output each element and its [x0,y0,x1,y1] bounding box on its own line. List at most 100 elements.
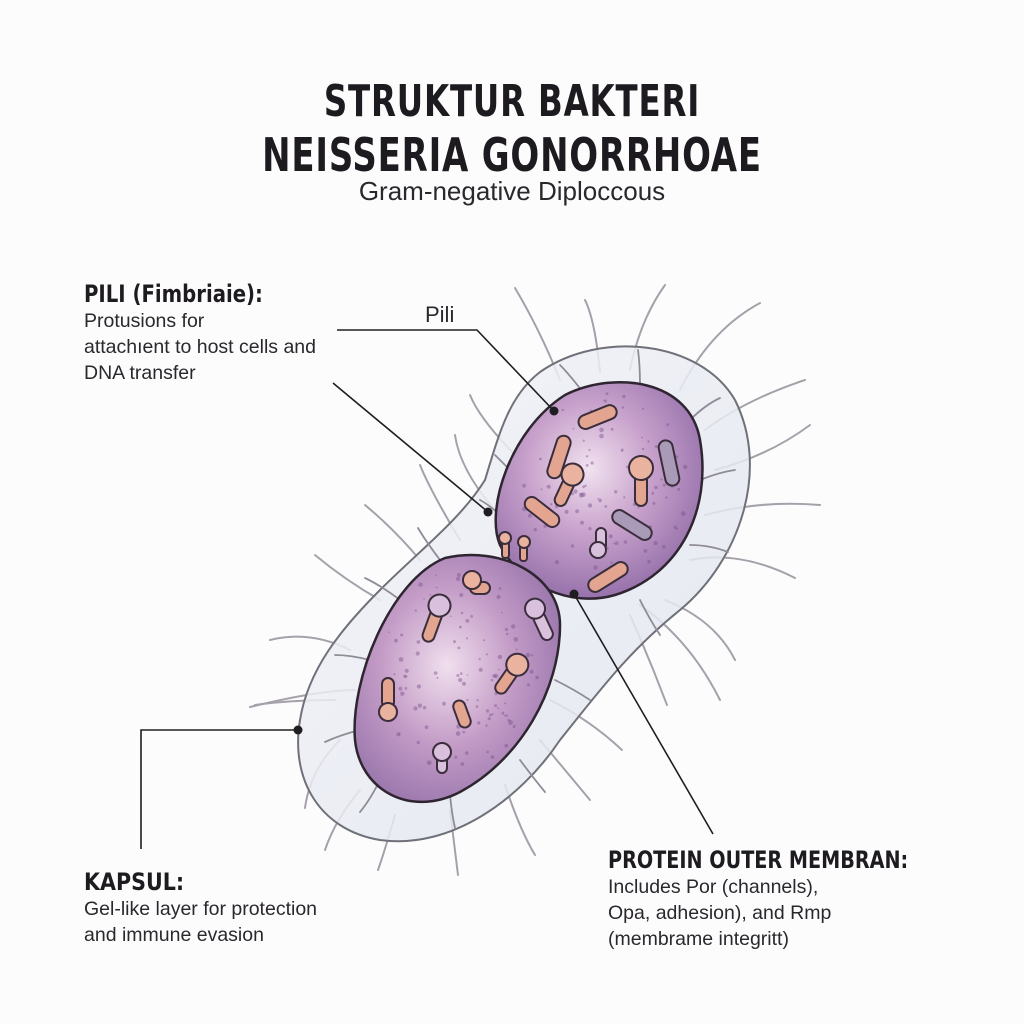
speckle [665,496,668,499]
speckle [460,611,464,615]
speckle [614,541,619,546]
speckle [436,676,439,679]
speckle [593,565,598,570]
speckle [625,465,629,469]
protein-rod [546,434,572,480]
speckle [457,646,461,650]
speckle [494,704,498,708]
speckle [456,577,461,581]
speckle [660,478,663,481]
speckle [588,527,592,531]
pili-label: PILI (Fimbriaie): Protusions for attachı… [84,280,316,386]
speckle [515,648,518,651]
speckle [483,639,486,642]
speckle [505,714,508,717]
speckle [487,717,491,721]
speckle [608,534,613,539]
speckle [435,586,438,589]
pili-heading: PILI (Fimbriaie): [84,280,263,308]
protein-rod [452,699,472,729]
pilus-base [364,577,401,601]
speckle [450,615,452,618]
speckle [498,668,500,671]
speckle [460,762,465,766]
speckle [637,506,640,509]
protein-pin [378,677,398,722]
speckle [590,461,594,465]
pili-dot [549,406,559,416]
kapsul-label: KAPSUL: Gel-like layer for protection an… [84,868,317,948]
speckle [680,511,686,516]
speckle [647,440,650,443]
speckle [666,423,670,426]
upper-cell [494,381,704,600]
protein-rod [587,561,629,593]
speckle [504,743,509,748]
speckle [478,667,483,672]
speckle [442,701,446,706]
speckle [414,609,417,612]
kapsul-description: Gel-like layer for protection and immune… [84,896,317,948]
speckle [621,450,623,452]
speckle [462,730,466,734]
speckle [620,448,624,452]
speckle [415,651,420,656]
pilus-base [637,349,641,386]
speckle [533,528,537,532]
speckle [496,594,501,600]
speckle [675,455,679,459]
speckle [465,751,469,755]
speckle [405,675,408,678]
title-line-2: NEISSERIA GONORRHOAE [262,128,762,182]
speckle [513,637,519,642]
pili-description-line: DNA transfer [84,362,196,384]
protein-outer-membran-description: Includes Por (channels), Opa, adhesion),… [608,874,983,952]
speckle [603,399,607,403]
speckle [490,755,495,759]
speckle [423,598,425,600]
kapsul-description-line: Gel-like layer for protection [84,898,318,920]
speckle [554,560,560,565]
speckle [489,713,492,717]
speckle [393,673,396,676]
speckle [641,436,643,439]
speckle [587,503,593,508]
inner-pili-group [324,349,736,829]
kapsul-heading: KAPSUL: [84,868,185,896]
leader-lines [140,329,714,849]
speckle [604,505,608,508]
speckle [456,674,460,677]
speckle [424,725,429,730]
protein-pin [432,742,452,774]
speckle [573,489,578,494]
speckle [455,731,461,736]
speckle [388,631,390,633]
speckle [506,632,509,636]
speckle [498,587,502,590]
title-line-1: STRUKTUR BAKTERI [323,76,701,127]
speckle [504,627,508,632]
speckle [647,559,651,564]
speckle [535,675,539,680]
speckle [454,755,458,759]
protein-pin [498,531,531,562]
speckle [613,542,615,545]
speckle [396,732,401,737]
protein-rod [657,439,681,487]
protein-pin [553,462,585,507]
speckle [513,724,516,727]
speckle [403,674,407,678]
speckle [540,488,543,491]
speckle [501,611,503,614]
pilus-strand [314,554,381,601]
pili-description-line: attachıent to host cells and [84,336,316,358]
speckle [465,619,470,623]
speckle [497,654,503,660]
speckle [485,724,488,727]
protein-pin [494,652,530,695]
speckle [582,485,585,489]
speckle [501,711,505,715]
speckle [588,448,591,452]
speckle [433,671,438,675]
